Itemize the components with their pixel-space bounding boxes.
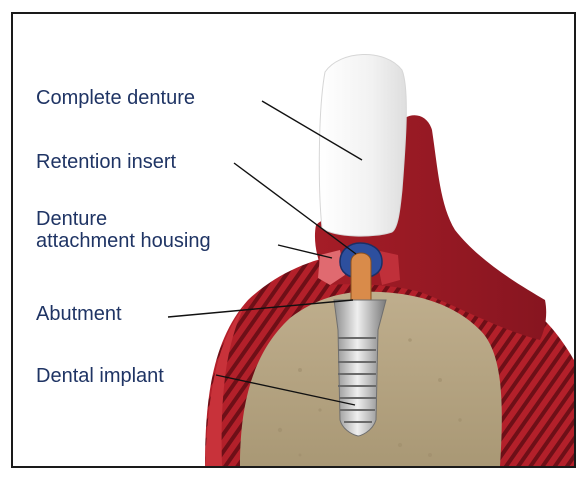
label-retention-insert: Retention insert (36, 151, 176, 173)
label-housing-line-1: Denture (36, 208, 296, 230)
label-housing-line-2: attachment housing (36, 230, 296, 252)
abutment (351, 253, 371, 300)
label-attachment-housing: Denture attachment housing (36, 208, 296, 252)
label-complete-denture: Complete denture (36, 87, 195, 109)
label-dental-implant: Dental implant (36, 365, 164, 387)
denture-tooth (319, 54, 406, 236)
label-abutment: Abutment (36, 303, 122, 325)
